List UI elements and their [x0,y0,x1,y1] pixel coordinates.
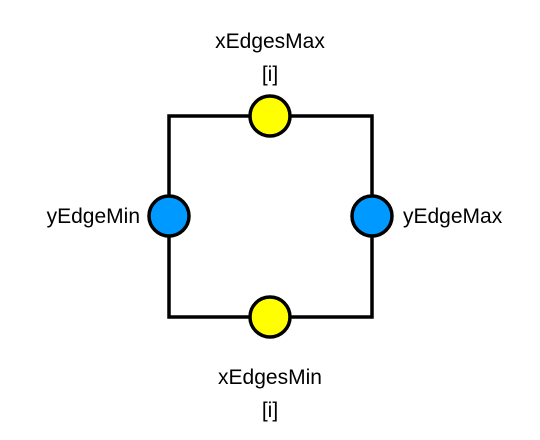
y-edge-min-node [147,194,191,238]
x-edges-max-label: xEdgesMax [215,30,325,53]
x-edges-max-node [248,94,292,138]
y-edge-min-label: yEdgeMin [47,205,140,228]
x-edges-max-index-label: [i] [262,63,278,86]
y-edge-max-label: yEdgeMax [403,205,503,228]
x-edges-min-index-label: [i] [262,399,278,422]
x-edges-min-label: xEdgesMin [218,366,322,389]
y-edge-max-node [350,194,394,238]
x-edges-min-node [248,295,292,339]
cell-boundary [167,114,374,319]
